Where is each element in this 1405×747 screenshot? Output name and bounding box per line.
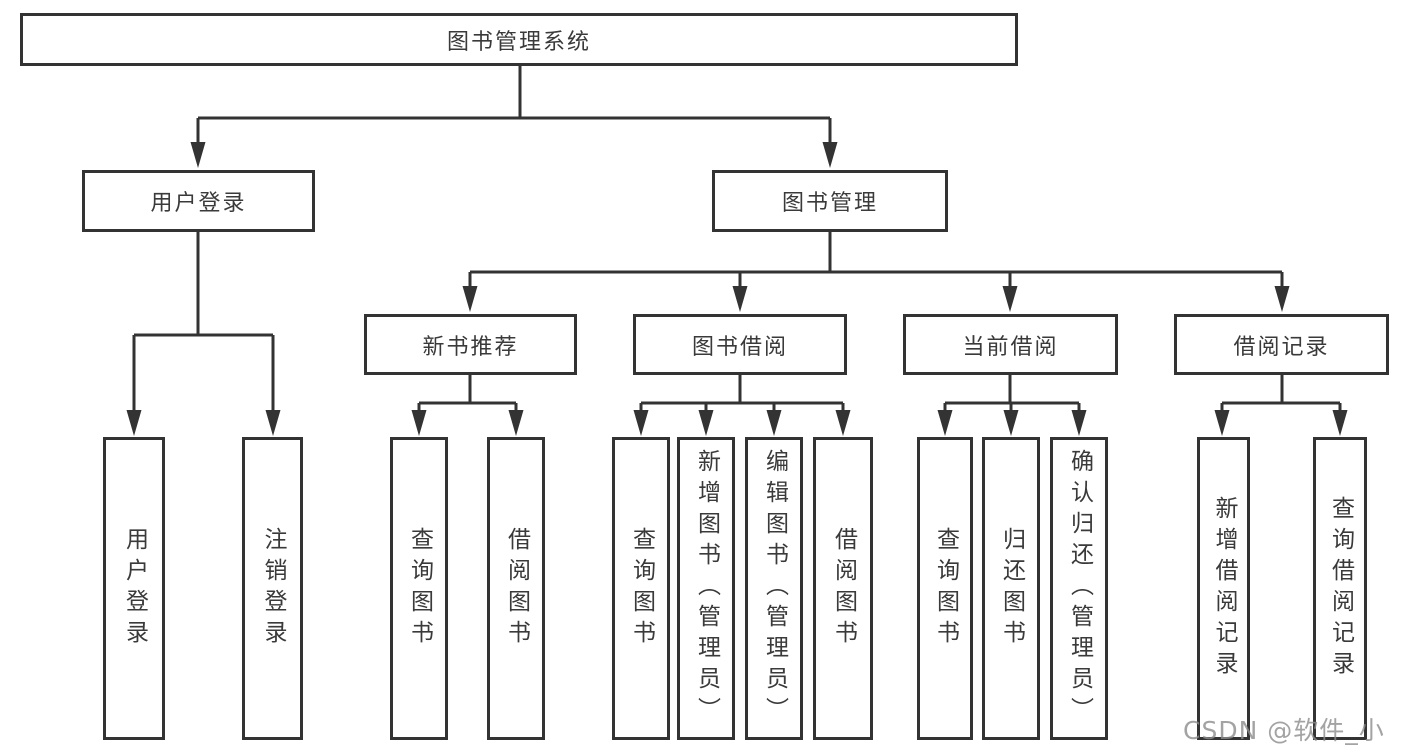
leaf-borrow-books-1: 借阅图书 [487,437,545,740]
leaf-label: 查询图书 [406,526,433,651]
leaf-return-books: 归还图书 [982,437,1040,740]
leaf-label: 借阅图书 [503,526,530,651]
node-book-management: 图书管理 [712,170,948,232]
leaf-query-books-3: 查询图书 [917,437,973,740]
leaf-label: 确认归还（管理员） [1066,449,1093,728]
leaf-query-books-2: 查询图书 [612,437,670,740]
leaf-label: 新增借阅记录 [1211,495,1237,682]
leaf-user-login: 用户登录 [103,437,165,740]
leaf-add-books-admin: 新增图书（管理员） [677,437,735,740]
leaf-edit-books-admin: 编辑图书（管理员） [745,437,803,740]
leaf-label: 查询借阅记录 [1327,495,1354,682]
leaf-label: 编辑图书（管理员） [761,449,788,728]
leaf-query-borrow-record: 查询借阅记录 [1313,437,1367,740]
node-borrowing-records: 借阅记录 [1174,314,1389,375]
leaf-label: 借阅图书 [830,526,857,651]
node-root: 图书管理系统 [20,13,1018,66]
leaf-label: 查询图书 [628,526,655,651]
leaf-label: 注销登录 [260,526,286,651]
leaf-label: 新增图书（管理员） [693,449,720,728]
leaf-label: 归还图书 [998,526,1025,651]
leaf-borrow-books-2: 借阅图书 [813,437,873,740]
leaf-label: 用户登录 [121,526,148,651]
node-user-login: 用户登录 [82,170,315,232]
leaf-confirm-return-admin: 确认归还（管理员） [1050,437,1108,740]
leaf-add-borrow-record: 新增借阅记录 [1197,437,1250,740]
leaf-query-books-1: 查询图书 [390,437,448,740]
node-book-borrowing: 图书借阅 [633,314,847,375]
node-current-borrowing: 当前借阅 [903,314,1118,375]
leaf-logout: 注销登录 [242,437,303,740]
node-new-book-recommend: 新书推荐 [364,314,577,375]
arrowhead-icons [126,142,1348,436]
csdn-watermark: CSDN @软件_小贺同学 [1183,716,1385,745]
leaf-label: 查询图书 [932,526,959,651]
